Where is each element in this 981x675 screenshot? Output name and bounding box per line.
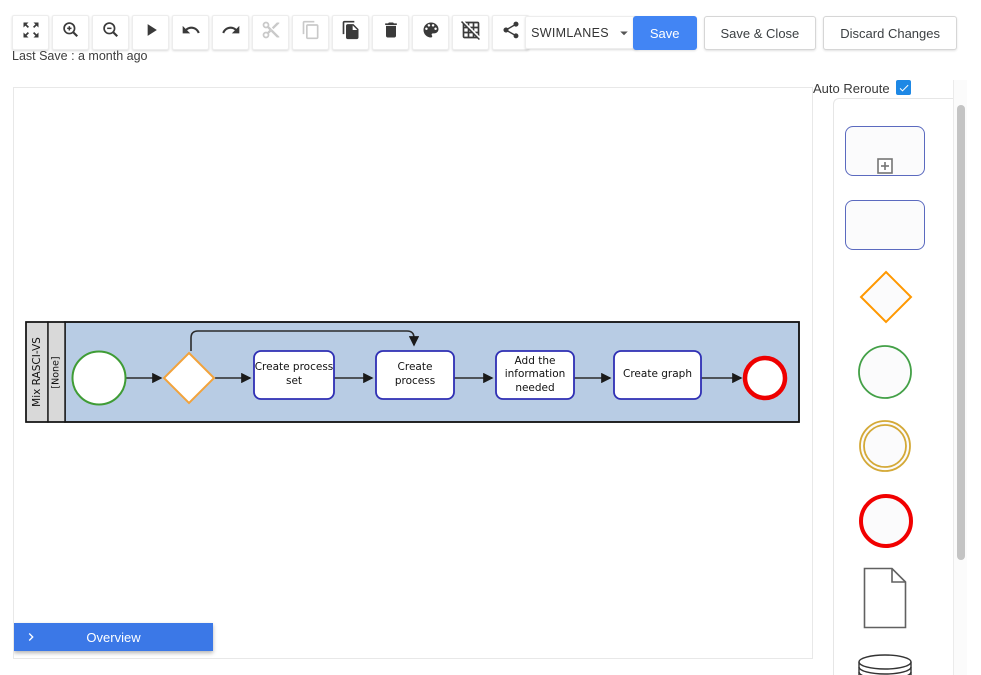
palette-intermediate-event-shape[interactable] xyxy=(858,419,912,473)
checkmark-icon xyxy=(898,82,910,94)
save-and-close-button[interactable]: Save & Close xyxy=(703,16,817,50)
task-create-process-set[interactable] xyxy=(253,350,335,400)
discard-changes-button[interactable]: Discard Changes xyxy=(823,16,957,50)
toolbar-icon-group xyxy=(12,15,529,50)
palette-scrollbar-track[interactable] xyxy=(953,80,967,675)
palette-icon xyxy=(421,20,441,45)
palette-scrollbar-thumb[interactable] xyxy=(957,105,965,560)
fit-screen-icon xyxy=(21,20,41,45)
palette-gateway-shape[interactable] xyxy=(859,270,913,324)
redo-icon xyxy=(221,20,241,45)
task-create-graph[interactable] xyxy=(613,350,702,400)
expand-plus-icon xyxy=(877,158,893,174)
action-button-group: Save Save & Close Discard Changes xyxy=(632,16,957,50)
cut-button[interactable] xyxy=(252,15,289,50)
pool-header[interactable] xyxy=(25,321,49,423)
copy-button[interactable] xyxy=(292,15,329,50)
palette-start-event-shape[interactable] xyxy=(857,344,913,400)
task-create-process[interactable] xyxy=(375,350,455,400)
auto-reroute-label: Auto Reroute xyxy=(813,81,890,96)
delete-icon xyxy=(381,20,401,45)
zoom-out-icon xyxy=(101,20,121,45)
paste-button[interactable] xyxy=(332,15,369,50)
palette-button[interactable] xyxy=(412,15,449,50)
palette-subprocess-shape[interactable] xyxy=(845,126,925,176)
palette-database-shape[interactable] xyxy=(857,652,913,675)
end-event[interactable] xyxy=(742,355,788,401)
undo-button[interactable] xyxy=(172,15,209,50)
save-button[interactable]: Save xyxy=(632,16,697,50)
lane-header[interactable] xyxy=(47,321,66,423)
overview-toggle[interactable]: Overview xyxy=(14,623,213,651)
cut-icon xyxy=(261,20,281,45)
play-button[interactable] xyxy=(132,15,169,50)
copy-icon xyxy=(301,20,321,45)
overview-label: Overview xyxy=(86,629,141,645)
palette-document-shape[interactable] xyxy=(863,567,907,629)
shape-palette xyxy=(833,98,953,675)
zoom-out-button[interactable] xyxy=(92,15,129,50)
palette-end-event-shape[interactable] xyxy=(858,493,914,549)
play-icon xyxy=(141,20,161,45)
pool-outline xyxy=(25,321,800,423)
delete-button[interactable] xyxy=(372,15,409,50)
chevron-right-icon xyxy=(23,629,39,645)
grid-off-button[interactable] xyxy=(452,15,489,50)
zoom-in-icon xyxy=(61,20,81,45)
palette-task-shape[interactable] xyxy=(845,200,925,250)
share-button[interactable] xyxy=(492,15,529,50)
exclusive-gateway[interactable] xyxy=(162,351,216,405)
last-save-text: Last Save : a month ago xyxy=(12,49,148,63)
paste-icon xyxy=(341,20,361,45)
diagram-type-dropdown[interactable]: SWIMLANES xyxy=(525,16,639,49)
task-add-information[interactable] xyxy=(495,350,575,400)
diagram-canvas[interactable]: Mix RASCI-VS [None] Create process set C… xyxy=(13,87,813,659)
start-event[interactable] xyxy=(71,350,127,406)
auto-reroute-checkbox[interactable] xyxy=(896,80,911,95)
undo-icon xyxy=(181,20,201,45)
bpmn-diagram xyxy=(25,321,800,423)
redo-button[interactable] xyxy=(212,15,249,50)
zoom-in-button[interactable] xyxy=(52,15,89,50)
connector-gateway-loop-to-task2[interactable] xyxy=(190,330,420,351)
diagram-type-label: SWIMLANES xyxy=(531,25,609,40)
grid-off-icon xyxy=(460,20,481,45)
chevron-down-icon xyxy=(615,24,633,42)
share-icon xyxy=(501,20,521,45)
fit-screen-button[interactable] xyxy=(12,15,49,50)
